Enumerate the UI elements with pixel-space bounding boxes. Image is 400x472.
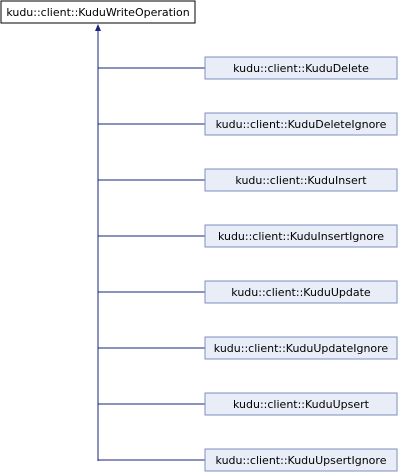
derived-class-label: kudu::client::KuduInsertIgnore <box>218 230 384 243</box>
derived-class-node[interactable]: kudu::client::KuduUpsertIgnore <box>98 448 398 472</box>
derived-class-node[interactable]: kudu::client::KuduDelete <box>98 56 398 80</box>
derived-class-label: kudu::client::KuduUpsertIgnore <box>216 454 387 467</box>
derived-class-box <box>204 392 398 416</box>
base-class-node[interactable]: kudu::client::KuduWriteOperation <box>0 0 196 24</box>
derived-class-box <box>204 168 398 192</box>
derived-class-box <box>204 224 398 248</box>
derived-class-node[interactable]: kudu::client::KuduUpdate <box>98 280 398 304</box>
derived-class-box <box>204 448 398 472</box>
derived-class-label: kudu::client::KuduUpsert <box>233 398 370 411</box>
derived-class-node[interactable]: kudu::client::KuduUpdateIgnore <box>98 336 398 360</box>
derived-class-label: kudu::client::KuduUpdateIgnore <box>214 342 389 355</box>
derived-class-box <box>204 112 398 136</box>
derived-class-box <box>204 56 398 80</box>
base-class-label: kudu::client::KuduWriteOperation <box>6 6 189 19</box>
derived-class-box <box>204 336 398 360</box>
inheritance-arrowhead <box>95 24 101 31</box>
derived-class-label: kudu::client::KuduDeleteIgnore <box>216 118 387 131</box>
derived-classes: kudu::client::KuduDeletekudu::client::Ku… <box>98 56 398 472</box>
derived-class-node[interactable]: kudu::client::KuduUpsert <box>98 392 398 416</box>
derived-class-label: kudu::client::KuduInsert <box>235 174 367 187</box>
derived-class-node[interactable]: kudu::client::KuduDeleteIgnore <box>98 112 398 136</box>
derived-class-box <box>204 280 398 304</box>
derived-class-label: kudu::client::KuduDelete <box>233 62 369 75</box>
derived-class-label: kudu::client::KuduUpdate <box>231 286 371 299</box>
derived-class-node[interactable]: kudu::client::KuduInsertIgnore <box>98 224 398 248</box>
derived-class-node[interactable]: kudu::client::KuduInsert <box>98 168 398 192</box>
